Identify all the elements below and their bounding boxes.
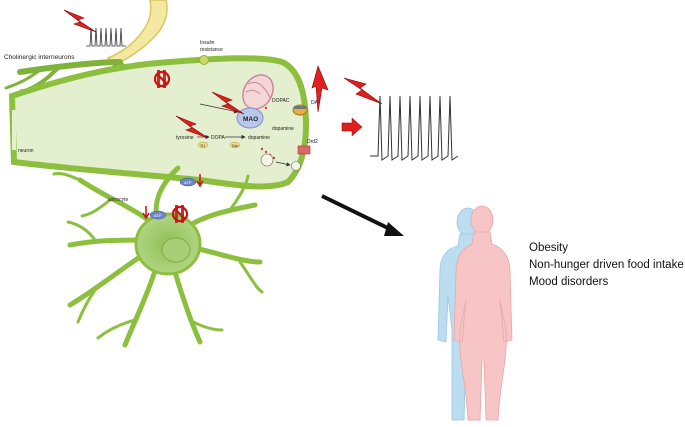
dat-label: DAT <box>311 100 321 106</box>
atp-molecule <box>179 177 197 187</box>
arrow-icon <box>321 194 397 234</box>
drd2-label: Drd2 <box>307 139 318 145</box>
lightning-bolt-icon <box>211 91 245 115</box>
red-arrow-icon <box>341 117 363 137</box>
ddc-enzyme <box>229 141 241 149</box>
outcome-obesity: Obesity <box>529 242 568 254</box>
lightning-bolt-icon <box>175 115 209 139</box>
mao-arrow <box>199 103 239 114</box>
neuron-label: neuron <box>18 148 34 154</box>
dopac-label: DOPAC <box>272 98 290 104</box>
ddc-label: Ddc <box>232 144 238 148</box>
human-silhouette-icon <box>453 205 513 421</box>
insulin-molecule <box>199 55 209 65</box>
astrocyte-nucleus <box>161 237 191 263</box>
receptor-top <box>157 70 166 88</box>
spike-train-icon <box>86 27 126 47</box>
insulin-label: Insulin <box>200 40 215 46</box>
outcomes-list: Obesity Non-hunger driven food intake Mo… <box>529 240 684 291</box>
dopa-label: DOPA <box>211 135 225 141</box>
mao-enzyme <box>236 107 264 129</box>
lightning-bolt-icon <box>311 65 329 113</box>
inhibition-sign-icon <box>171 205 189 223</box>
receptor-astrocyte <box>175 205 184 223</box>
th-label: TH <box>200 144 205 148</box>
drd2-receptor <box>297 145 311 155</box>
axon-terminal <box>106 0 168 65</box>
down-arrow-icon <box>196 174 204 188</box>
cholinergic-label: Cholinergic interneurons <box>4 54 75 61</box>
neuron-body <box>8 55 310 190</box>
vesicle <box>260 153 274 167</box>
mao-label: MAO <box>243 116 258 123</box>
release-arrow <box>275 161 291 167</box>
tyrosine-label: tyrosine <box>176 135 194 141</box>
dopamine-top-label: dopamine <box>272 126 294 132</box>
spike-train-icon <box>370 95 459 161</box>
inhibition-sign-icon <box>153 70 171 88</box>
astrocyte-label: astrocyte <box>108 197 129 203</box>
dat-transporter <box>292 104 308 116</box>
resistance-label: resistance <box>200 47 223 53</box>
lightning-bolt-icon <box>343 77 383 105</box>
vesicle-release <box>291 161 301 171</box>
outcome-mood-disorders: Mood disorders <box>529 276 609 288</box>
th-enzyme <box>197 141 209 149</box>
dopamine-mid-label: dopamine <box>248 135 270 141</box>
atp-label-2: ATP <box>154 213 162 218</box>
down-arrow-icon <box>142 206 150 220</box>
atp-molecule <box>149 210 167 220</box>
arrow-head <box>384 222 404 236</box>
outcome-food-intake: Non-hunger driven food intake <box>529 259 684 271</box>
atp-label-1: ATP <box>184 180 192 185</box>
